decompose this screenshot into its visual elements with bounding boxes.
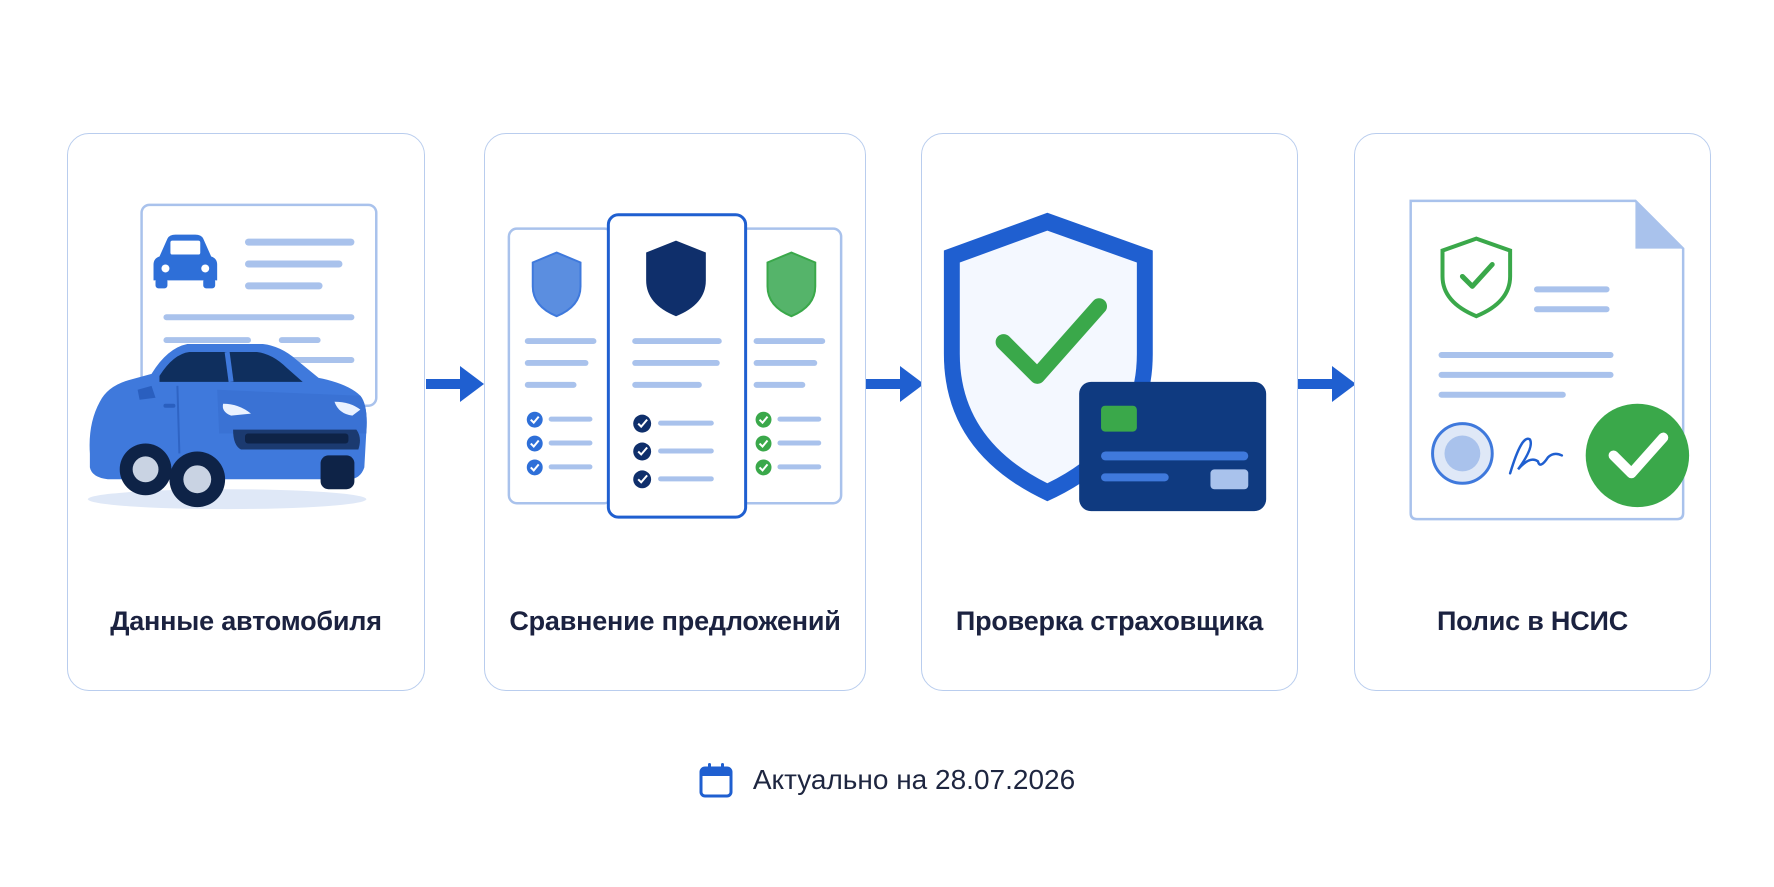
step-label: Проверка страховщика	[955, 606, 1264, 636]
arrow-right-icon	[866, 366, 924, 402]
arrow-right-icon	[426, 366, 484, 402]
step-label: Полис в НСИС	[1436, 606, 1629, 636]
arrow-right-icon	[1298, 366, 1356, 402]
step-card-car-data: Данные автомобиля	[67, 133, 425, 691]
step-card-comparison: Сравнение предложений	[484, 133, 866, 691]
car-document-icon	[87, 203, 378, 510]
step-label: Сравнение предложений	[509, 606, 841, 636]
step-card-policy: Полис в НСИС	[1354, 133, 1711, 691]
date-text: Актуально на 28.07.2026	[752, 764, 1076, 795]
shield-check-card-icon	[943, 212, 1267, 512]
calendar-icon	[699, 763, 733, 798]
step-card-insurer-check: Проверка страховщика	[921, 133, 1298, 691]
comparison-cards-icon	[507, 213, 843, 519]
signed-policy-icon	[1409, 199, 1690, 521]
footer-date: Актуально на 28.07.2026	[0, 762, 1774, 798]
step-label: Данные автомобиля	[110, 606, 382, 636]
